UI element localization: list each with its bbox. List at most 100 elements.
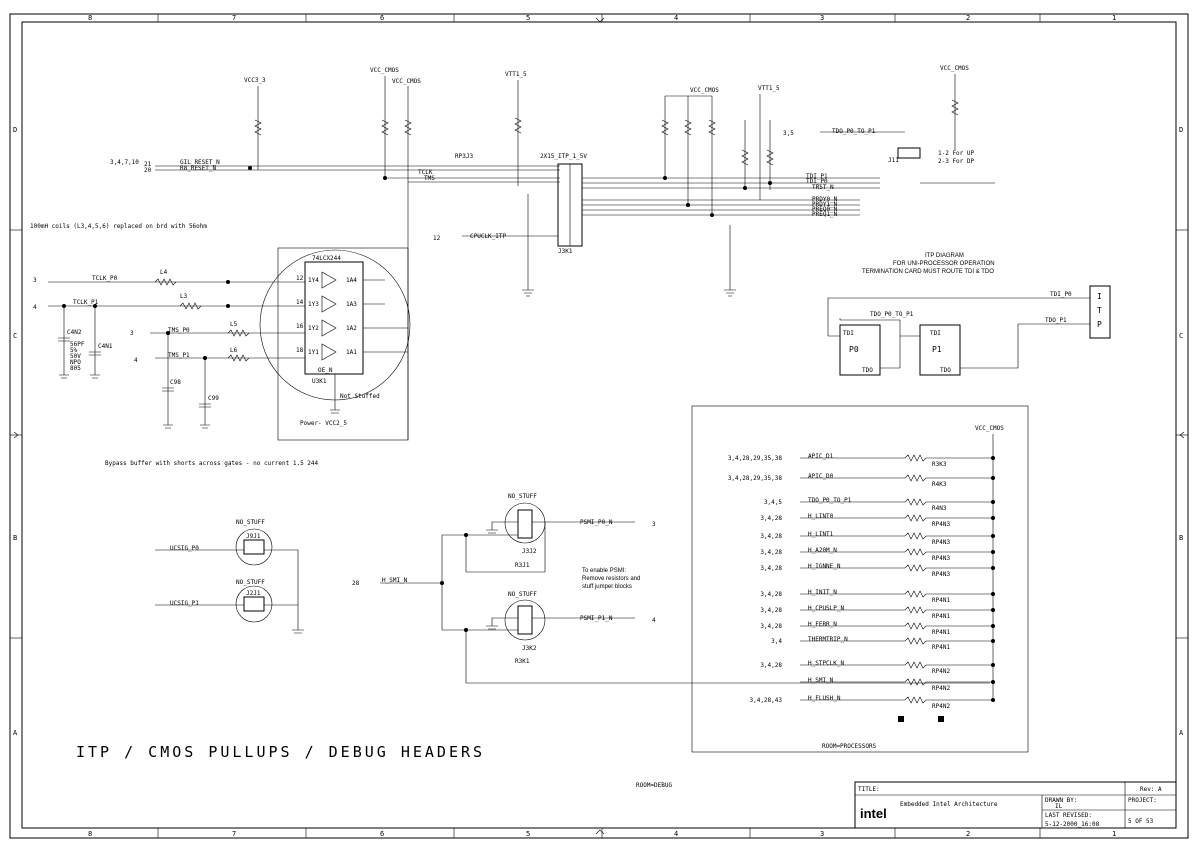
reset-pin: 21: [144, 161, 152, 168]
inner-frame: [21, 21, 1177, 829]
itp-diagram-title: ITP DIAGRAM: [925, 253, 964, 259]
cpuclk-net: CPUCLK_ITP: [470, 233, 507, 240]
pullup-resistor: R3K3: [932, 461, 947, 468]
pullup-resistor: RP4N1: [932, 613, 950, 620]
last-revised-label: LAST REVISED:: [1045, 812, 1092, 819]
svg-text:J3K2: J3K2: [522, 645, 537, 652]
pullup-resistor: RP4N2: [932, 668, 950, 675]
drawn-by-label: DRAWN BY:: [1045, 797, 1078, 804]
tdo-p0-to-p1-label: TDO_P0_TO_P1: [870, 311, 914, 318]
prdy1-net: PRDY1_N: [812, 201, 838, 208]
row-label: D: [13, 126, 17, 134]
svg-text:NO_STUFF: NO_STUFF: [236, 519, 265, 526]
row-label: B: [13, 534, 17, 542]
psmi-note: Remove resistors and: [582, 576, 640, 582]
pullup-ref: 3,4,28: [760, 607, 782, 614]
preq1-net: PREQ1_N: [812, 211, 838, 218]
drawn-by: IL: [1055, 803, 1063, 810]
pullup-resistor: RP4N3: [932, 521, 950, 528]
title-block: TITLE: Rev: A intel Embedded Intel Archi…: [854, 781, 1177, 829]
pullup-resistor: RP4N2: [932, 703, 950, 710]
room-processors-label: ROOM=PROCESSORS: [822, 743, 877, 750]
svg-text:L4: L4: [160, 269, 168, 276]
p0-box: [839, 324, 881, 376]
svg-text:4: 4: [134, 357, 138, 364]
tdo-p1-label: TDO_P1: [1045, 317, 1067, 324]
row-label: A: [13, 729, 18, 737]
svg-text:C4N2: C4N2: [67, 329, 82, 336]
svg-text:L5: L5: [230, 321, 238, 328]
junction-dot: [991, 608, 995, 612]
p0-tdo: TDO: [862, 367, 873, 374]
p1-label: P1: [932, 345, 942, 354]
svg-text:NO_STUFF: NO_STUFF: [508, 493, 537, 500]
pullup-resistor: RP4N1: [932, 629, 950, 636]
junction-dot: [991, 639, 995, 643]
col-label: 2: [966, 830, 970, 838]
center-mark-left: [13, 431, 19, 439]
pullup-wire: [800, 678, 993, 686]
buffer-part: 74LCX244: [312, 255, 341, 262]
junction-dot: [991, 592, 995, 596]
trst-net: TRST_N: [812, 184, 834, 191]
vcc-cmos-label: VCC_CMOS: [392, 78, 421, 85]
p1-tdo: TDO: [940, 367, 951, 374]
title-label: TITLE:: [858, 786, 880, 793]
vcc3-3-label: VCC3_3: [244, 77, 266, 84]
svg-text:NO_STUFF: NO_STUFF: [236, 579, 265, 586]
psmi-p1-net: PSMI_P1_N: [580, 615, 613, 622]
tms-label: TMS: [424, 175, 435, 182]
row-label: A: [1179, 729, 1184, 737]
svg-text:16: 16: [296, 323, 304, 330]
buffer-body: [304, 261, 364, 375]
psmi-p0-net: PSMI_P0_N: [580, 519, 613, 526]
tclk-p1-net: TCLK_P1: [73, 299, 99, 306]
col-label: 4: [674, 14, 678, 22]
pullup-resistor: RP4N3: [932, 539, 950, 546]
pullup-ref: 3,4,28,29,35,38: [728, 475, 783, 482]
note-bypass: Bypass buffer with shorts across gates -…: [105, 460, 319, 467]
center-mark-top: [595, 17, 605, 23]
smi-net: H_SMI_N: [382, 577, 408, 584]
p1-tdi: TDI: [930, 330, 941, 337]
pullup-wire: [800, 696, 993, 704]
pullup-ref: 3,4,28: [760, 591, 782, 598]
svg-text:L3: L3: [180, 293, 188, 300]
rp3j3-label: RP3J3: [455, 153, 473, 160]
pullup-net: APIC_D0: [808, 473, 834, 480]
pullup-wire: [800, 498, 993, 506]
note-100ohm: 100mH coils (L3,4,5,6) replaced on brd w…: [30, 223, 207, 230]
tdi-p0-label: TDI_P0: [1050, 291, 1072, 298]
j3k1-label: J3K1: [558, 248, 573, 255]
itp-diagram-title: FOR UNI-PROCESSOR OPERATION: [893, 261, 995, 267]
svg-text:1Y4: 1Y4: [308, 277, 319, 284]
pullup-net: H_FERR_N: [808, 621, 837, 628]
vtt1-5-label: VTT1_5: [758, 85, 780, 92]
itp-box: [1089, 285, 1111, 339]
pullup-ref: 3,4,28: [760, 515, 782, 522]
center-mark-bottom: [595, 829, 605, 835]
cpuclk-ref: 12: [433, 235, 441, 242]
pullup-wire: [800, 622, 993, 630]
svg-text:J3J2: J3J2: [522, 548, 537, 555]
pullup-net: H_STPCLK_N: [808, 660, 845, 667]
tdo-ref: 3,5: [783, 130, 794, 137]
pullup-ref: 3,4,28,43: [749, 697, 782, 704]
pullup-net: H_LINT0: [808, 513, 834, 520]
pullup-net: H_IGNNE_N: [808, 563, 841, 570]
tdi-p1-net: TDI_P1: [806, 173, 828, 180]
p1-box: [919, 324, 961, 376]
svg-text:J2J1: J2J1: [246, 590, 261, 597]
tdi-p0-net: TDI_P0: [806, 178, 828, 185]
tck-label: TCLK: [418, 169, 433, 176]
prdy0-net: PRDY0_N: [812, 196, 838, 203]
col-label: 1: [1112, 14, 1116, 22]
col-label: 7: [232, 14, 236, 22]
psmi-note: To enable PSMI:: [582, 568, 626, 574]
pullup-ref: 3,4,28: [760, 565, 782, 572]
col-label: 6: [380, 14, 384, 22]
svg-text:28: 28: [352, 580, 360, 587]
pullup-net: TDO_P0_TO_P1: [808, 497, 852, 504]
